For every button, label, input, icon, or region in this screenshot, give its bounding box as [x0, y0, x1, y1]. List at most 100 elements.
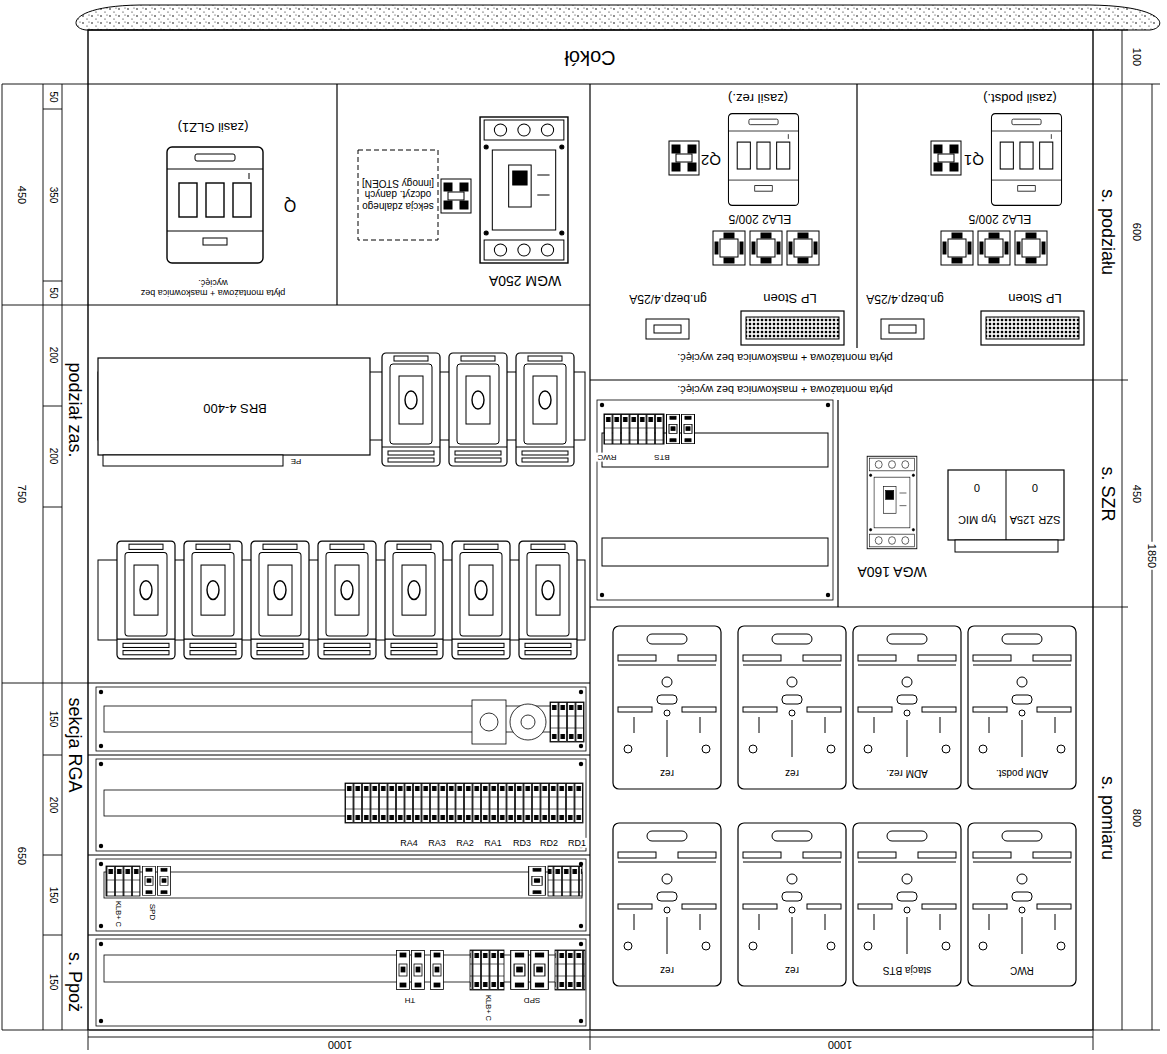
supply-switch-section — [441, 179, 471, 213]
node-text: Q1 — [964, 151, 984, 168]
division-section — [787, 231, 819, 265]
rga-section — [397, 951, 410, 990]
dimension-label: 200 — [47, 795, 59, 816]
node-text: (zasil rez.) — [728, 91, 788, 106]
distribution-section — [449, 353, 507, 466]
rga-section — [99, 1019, 103, 1023]
dimension-lines — [2, 1030, 88, 1031]
rga-section — [412, 951, 425, 990]
cabinet-frame — [336, 84, 337, 305]
division-section — [646, 114, 1084, 345]
meter-board: RWC — [967, 822, 1077, 987]
dimension-label: 450 — [1131, 483, 1144, 505]
node-text: PE — [291, 456, 302, 465]
node-text: ADM rez. — [886, 767, 928, 779]
szr-section — [600, 403, 604, 407]
node-text: Cokół — [564, 46, 615, 69]
szr-section — [604, 414, 664, 444]
szr-section — [682, 414, 695, 443]
szr-section — [867, 456, 917, 548]
cabinet-frame — [837, 400, 838, 607]
node-text: BRS 4-400 — [203, 401, 267, 416]
rga-section — [143, 866, 156, 895]
division-section — [646, 319, 689, 339]
meter-board: rez — [612, 822, 722, 987]
szr-section — [602, 538, 828, 566]
rga-section — [99, 744, 103, 748]
dimension-lines — [43, 84, 44, 1030]
rga-section — [99, 690, 583, 1023]
distribution-section — [385, 541, 443, 659]
section-name: sekcja RGA — [65, 695, 86, 794]
division-section — [713, 231, 745, 265]
dimension-lines — [1093, 1031, 1094, 1050]
rga-section — [96, 687, 586, 1026]
device-label: RD3 — [511, 838, 533, 848]
cabinet-frame — [88, 754, 590, 755]
distribution-section — [103, 455, 283, 466]
device-label: SPD — [147, 902, 156, 922]
dimension-label: 100 — [1131, 46, 1144, 68]
rga-section — [579, 690, 583, 694]
rga-section — [548, 866, 582, 896]
breaker-panel: WGM 250Asekcja zdalnego odczyt. danych [… — [337, 84, 590, 305]
rga-section — [96, 859, 586, 931]
node-text: rez — [785, 964, 799, 976]
rga-section — [529, 866, 582, 896]
node-text: RWC — [1010, 964, 1034, 976]
dimension-label: 1000 — [826, 1039, 854, 1052]
dimension-lines — [1093, 84, 1160, 85]
dimension-label: 1850 — [1146, 542, 1159, 570]
dimension-label: 150 — [47, 885, 59, 906]
division-section — [981, 311, 1084, 345]
cabinet-frame — [88, 682, 590, 683]
dimension-lines — [43, 755, 62, 756]
rga-section — [529, 866, 546, 895]
division-section — [669, 141, 699, 175]
rga-section — [99, 690, 103, 694]
dimension-label: 50 — [47, 285, 59, 300]
szr-section — [826, 593, 830, 597]
rga-section — [96, 759, 586, 851]
szr-section — [948, 470, 1064, 540]
switch-panel: (zasil podst.)Q1ELA2 200/5LP Stoengn.bez… — [857, 84, 1093, 348]
device-label: TH — [403, 995, 418, 1004]
metering-section — [968, 823, 1076, 986]
rga-section — [555, 950, 585, 990]
dimension-label: 200 — [47, 446, 59, 467]
node-text: Q2 — [701, 151, 721, 168]
dimension-lines — [1093, 30, 1128, 31]
node-text: (zasil podst.) — [983, 91, 1057, 106]
rga-section — [345, 783, 583, 823]
node-text: płyta montażowa + maskownica bez wycięć. — [138, 278, 288, 299]
node-text: ADM podst. — [996, 767, 1048, 779]
device-label: RA1 — [482, 838, 504, 848]
node-text: gn.bezp.4/25A — [629, 291, 706, 305]
rga-section — [579, 762, 583, 766]
rga-section — [158, 866, 171, 895]
cabinet-frame — [856, 84, 857, 348]
rga-section — [579, 1019, 583, 1023]
rga-section — [511, 951, 529, 990]
division-section — [931, 141, 961, 175]
meter-board: ADM podst. — [967, 625, 1077, 790]
dimension-label: 650 — [16, 845, 29, 867]
dimension-label: 450 — [16, 184, 29, 206]
supply-switch-section — [480, 117, 568, 263]
dimension-lines — [590, 1031, 591, 1050]
szr-section — [1006, 470, 1007, 540]
section-name: s. podziału — [1098, 187, 1119, 277]
rga-section — [579, 924, 583, 928]
meter-board: rez — [612, 625, 722, 790]
rga-section — [397, 950, 586, 990]
device-label: RA2 — [454, 838, 476, 848]
plinth-band: Cokół — [88, 30, 1093, 84]
supply-switch-section — [167, 147, 263, 263]
data-reading-section: sekcja zdalnego odczyt. danych [innogy S… — [358, 150, 438, 240]
node-text: LP Stoen — [1008, 291, 1061, 306]
section-name: s. Ppoż — [65, 950, 86, 1014]
node-text: SZR 125A — [1010, 514, 1061, 527]
section-name: s. SZR — [1098, 464, 1119, 523]
plate-note: płyta montażowa + maskownica bez wycięć. — [675, 352, 895, 365]
